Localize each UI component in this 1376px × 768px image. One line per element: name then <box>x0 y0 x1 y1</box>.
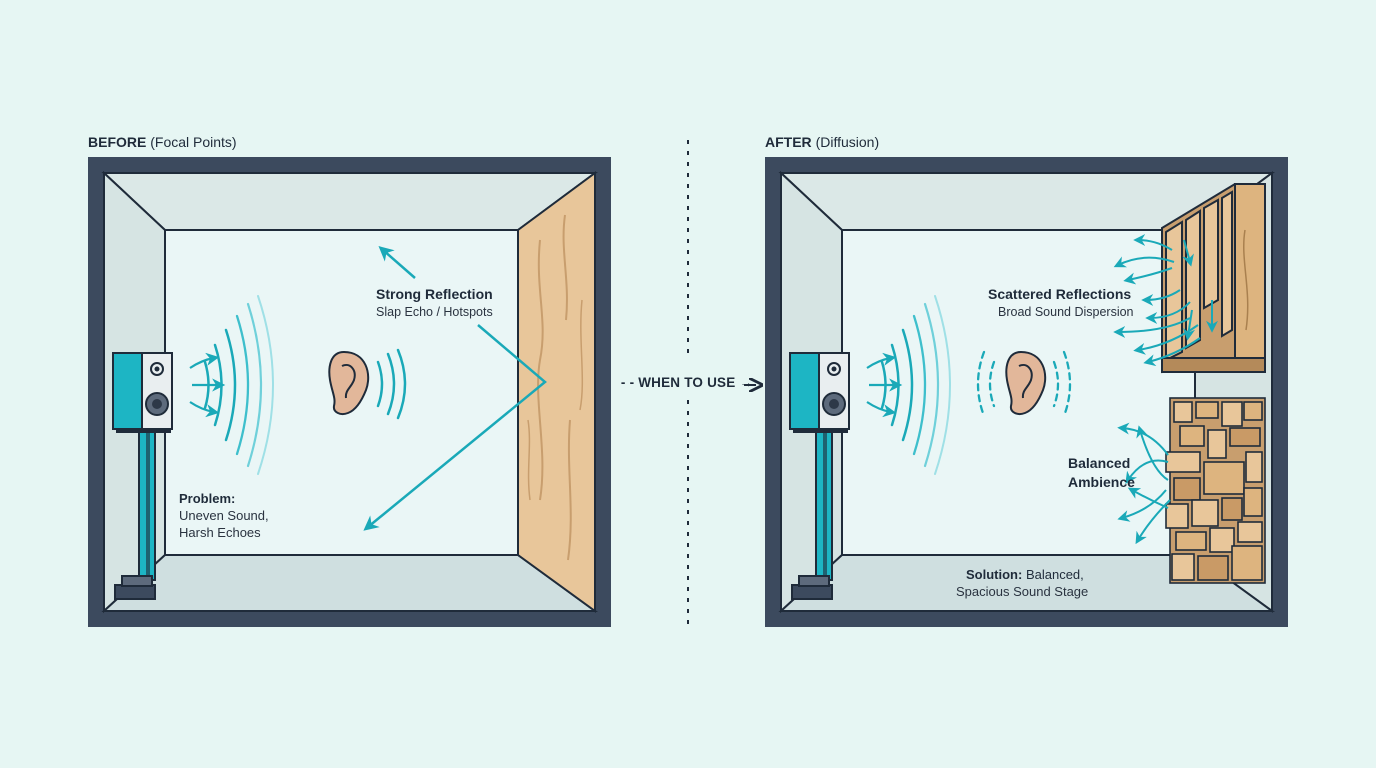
broad-dispersion-label: Broad Sound Dispersion <box>998 305 1134 319</box>
solution-label: Solution: Balanced, <box>966 567 1084 582</box>
scattered-reflection-arrows <box>1113 234 1218 367</box>
diffuser-panel-icon <box>1161 183 1266 374</box>
sound-waves <box>203 295 274 475</box>
strong-reflection-arrows <box>363 246 547 531</box>
balanced-label-line-1: Balanced <box>1068 455 1131 471</box>
solution-line-2: Spacious Sound Stage <box>956 584 1089 599</box>
balanced-label-line-2: Ambience <box>1068 474 1135 490</box>
strong-reflection-label: Strong Reflection <box>376 286 493 302</box>
skyline-diffuser-icon <box>1165 397 1266 584</box>
when-to-use-label: - - WHEN TO USE → <box>620 375 754 390</box>
scattered-reflections-label: Scattered Reflections <box>988 286 1132 302</box>
before-title: BEFORE (Focal Points) <box>88 134 237 150</box>
balanced-ambience-arrows <box>1117 422 1171 545</box>
wooden-wall-icon <box>517 171 596 613</box>
before-room <box>88 157 611 627</box>
problem-label: Problem: <box>179 491 236 506</box>
speaker-icon <box>789 352 850 600</box>
ear-icon <box>328 348 407 420</box>
problem-line-2: Harsh Echoes <box>179 525 261 540</box>
after-room <box>765 157 1288 627</box>
problem-line-1: Uneven Sound, <box>179 508 269 523</box>
speaker-icon <box>112 352 173 600</box>
speaker-emission-arrows <box>189 352 226 418</box>
after-title: AFTER (Diffusion) <box>765 134 880 150</box>
slap-echo-label: Slap Echo / Hotspots <box>376 305 493 319</box>
sound-waves <box>880 295 951 475</box>
speaker-emission-arrows <box>866 352 903 418</box>
ear-icon <box>976 350 1072 418</box>
